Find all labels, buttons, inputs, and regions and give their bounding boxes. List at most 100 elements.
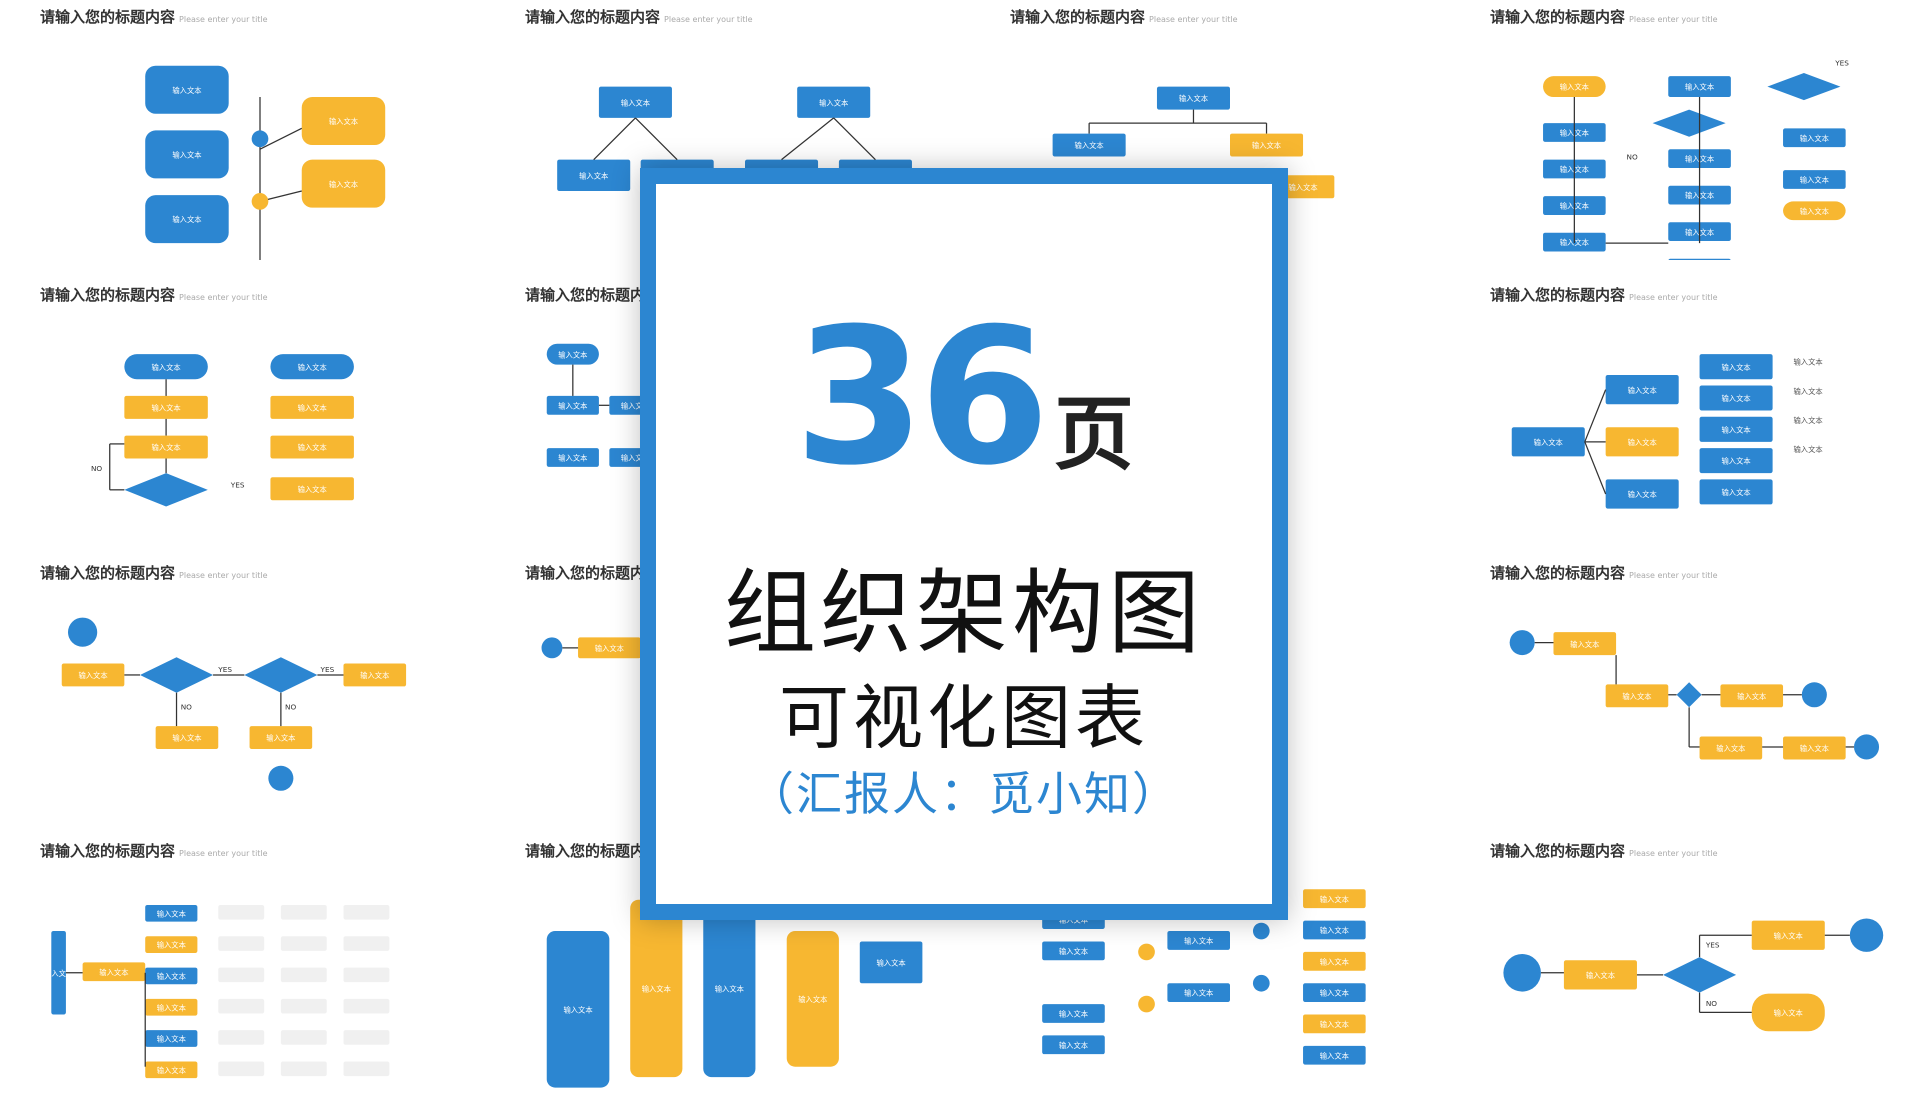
flow-box — [1303, 920, 1366, 940]
flow-box — [1042, 941, 1105, 961]
flow-box-label: 输入文本 — [1320, 926, 1350, 935]
flow-box-label: 输入文本 — [1320, 1020, 1350, 1029]
flow-box-label: 输入文本 — [1800, 744, 1830, 753]
flow-branch-label: YES — [217, 665, 232, 674]
slide-thumbnail-diagram: 输入文本输入文本输入文本输入文本输入文本 — [546, 899, 923, 1088]
flow-box — [1605, 375, 1679, 405]
flow-box — [1605, 427, 1679, 457]
flow-box — [1042, 1004, 1105, 1023]
flow-box — [703, 899, 756, 1078]
flow-box — [249, 726, 313, 750]
flow-box — [145, 1030, 198, 1047]
flow-box-label: 输入文本 — [298, 485, 328, 494]
slide-thumbnail-subtitle: Please enter your title — [1149, 15, 1238, 24]
slide-thumbnail-diagram: 输入文本 — [541, 637, 667, 659]
flow-box-label: 输入文本 — [579, 171, 609, 180]
flow-box — [1156, 86, 1230, 110]
flow-connector — [259, 127, 303, 150]
flow-box — [51, 931, 66, 1015]
flow-box-label: 输入文本 — [558, 401, 588, 410]
slide-thumbnail-subtitle: Please enter your title — [179, 571, 268, 580]
flow-node — [1801, 682, 1827, 708]
flow-box — [124, 395, 208, 419]
slide-thumbnail-subtitle: Please enter your title — [1629, 849, 1718, 858]
flow-branch-label: YES — [320, 665, 335, 674]
flow-box-label: 输入文本 — [1800, 176, 1830, 185]
flow-box — [1720, 684, 1784, 708]
flow-box — [270, 354, 354, 380]
slide-thumbnail-subtitle: Please enter your title — [179, 15, 268, 24]
flow-node — [1854, 734, 1880, 760]
flow-box — [343, 904, 390, 920]
flow-box — [1303, 983, 1366, 1002]
flow-box-label: 输入文本 — [1059, 1010, 1089, 1019]
flow-branch-label: 输入文本 — [1793, 445, 1823, 454]
slide-thumbnail-diagram: 输入文本输入文本输入文本输入文本输入文本输入文本输入文本输入文本 — [44, 904, 390, 1079]
flow-box-label: 输入文本 — [1534, 438, 1564, 447]
flow-box-label: 输入文本 — [1774, 931, 1804, 940]
flow-box — [1605, 684, 1669, 708]
slide-thumbnail-subtitle: Please enter your title — [1629, 571, 1718, 580]
flow-box-label: 输入文本 — [266, 734, 296, 743]
flow-branch-label: 输入文本 — [1793, 387, 1823, 396]
flow-box — [546, 395, 599, 415]
flow-connector — [833, 117, 876, 161]
flow-box-label: 输入文本 — [1721, 363, 1751, 372]
flow-box-label: 输入文本 — [172, 215, 202, 224]
slide-thumbnail-diagram: 输入文本输入文本输入文本输入文本输入文本 — [1509, 630, 1880, 760]
flow-box — [1668, 76, 1731, 98]
flow-box-label: 输入文本 — [1320, 895, 1350, 904]
flow-box-label: 输入文本 — [78, 671, 108, 680]
flow-box-label: 输入文本 — [151, 404, 181, 413]
flow-box-label: 输入文本 — [798, 995, 828, 1004]
slide-thumbnail-diagram: 输入文本输入文本输入文本输入文本输入文本输入文本输入文本输入文本输入文本输入文本… — [1511, 354, 1823, 509]
flow-box — [1699, 385, 1773, 411]
flow-box — [1668, 258, 1731, 260]
flow-box — [859, 941, 923, 984]
flow-box-label: 输入文本 — [1685, 83, 1715, 92]
flow-box-label: 输入文本 — [1570, 640, 1600, 649]
flow-box-label: 输入文本 — [1622, 692, 1652, 701]
flow-node — [68, 617, 98, 647]
flow-box — [1042, 1035, 1105, 1055]
flow-box — [145, 967, 198, 985]
flow-box-label: 输入文本 — [99, 968, 129, 977]
flow-box — [1699, 479, 1773, 505]
sub-title: 可视化图表 — [779, 677, 1149, 759]
flow-box — [343, 998, 390, 1014]
flow-diamond — [1652, 109, 1726, 137]
flow-box — [1052, 133, 1126, 157]
flow-connector — [1584, 441, 1607, 495]
flow-box-label: 输入文本 — [1800, 207, 1830, 216]
flow-box-label: 输入文本 — [595, 644, 625, 653]
flow-box-label: 输入文本 — [1721, 394, 1751, 403]
flow-box-label: 输入文本 — [329, 180, 359, 189]
main-title: 组织架构图 — [723, 560, 1204, 667]
flow-branch-label: NO — [91, 464, 102, 473]
flow-node — [251, 193, 269, 210]
flow-node — [1252, 922, 1270, 940]
flow-box — [155, 726, 219, 750]
flow-box-label: 输入文本 — [1716, 744, 1746, 753]
flow-box-label: 输入文本 — [876, 958, 906, 967]
flow-box-label: 输入文本 — [1184, 989, 1214, 998]
flow-box-label: 输入文本 — [1721, 425, 1751, 434]
flow-box-label: 输入文本 — [172, 734, 202, 743]
flow-box-label: 输入文本 — [172, 151, 202, 160]
flow-box-label: 输入文本 — [715, 985, 745, 994]
flow-diamond — [124, 473, 208, 507]
flow-box-label: 输入文本 — [558, 454, 588, 463]
flow-box — [786, 931, 839, 1067]
flow-box — [61, 663, 125, 687]
flow-box-label: 输入文本 — [1320, 957, 1350, 966]
flow-box-label: 输入文本 — [1737, 692, 1767, 701]
